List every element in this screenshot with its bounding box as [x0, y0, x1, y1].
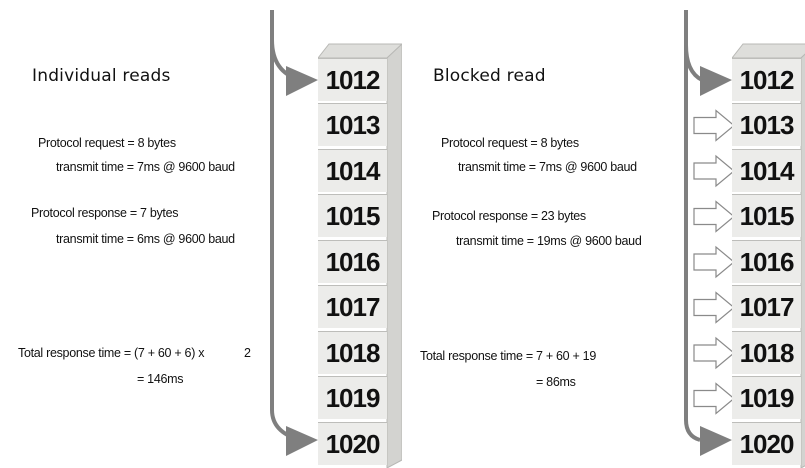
- right-total-formula: Total response time = 7 + 60 + 19: [420, 349, 596, 363]
- right-register-stack: 1012 1013 1014 1015 1016 1017 1018 1019 …: [732, 40, 805, 468]
- right-arrow-head-first: [700, 66, 732, 96]
- right-request-time: transmit time = 7ms @ 9600 baud: [458, 160, 637, 174]
- left-response-time: transmit time = 6ms @ 9600 baud: [56, 232, 235, 246]
- right-register-1020: 1020: [732, 422, 801, 465]
- left-request-size: Protocol request = 8 bytes: [38, 136, 176, 150]
- left-total-formula: Total response time = (7 + 60 + 6) x: [18, 346, 205, 360]
- right-register-1018: 1018: [732, 331, 801, 374]
- left-register-1015: 1015: [318, 194, 387, 237]
- left-register-1013: 1013: [318, 103, 387, 146]
- chain-arrow-icon: [693, 291, 735, 324]
- left-register-1020: 1020: [318, 422, 387, 465]
- right-response-size: Protocol response = 23 bytes: [432, 209, 586, 223]
- right-register-1017: 1017: [732, 285, 801, 328]
- right-register-1015: 1015: [732, 194, 801, 237]
- right-register-1013: 1013: [732, 103, 801, 146]
- right-request-size: Protocol request = 8 bytes: [441, 136, 579, 150]
- left-register-1017: 1017: [318, 285, 387, 328]
- right-response-time: transmit time = 19ms @ 9600 baud: [456, 234, 642, 248]
- left-total-multiplier: 2: [244, 346, 251, 360]
- left-register-1012: 1012: [318, 58, 387, 101]
- right-register-1014: 1014: [732, 149, 801, 192]
- left-register-1016: 1016: [318, 240, 387, 283]
- left-stack-3d-faces: [318, 43, 402, 468]
- right-arrow-head-last: [700, 426, 732, 456]
- left-response-size: Protocol response = 7 bytes: [31, 206, 179, 220]
- chain-arrow-icon: [693, 200, 735, 233]
- left-register-1014: 1014: [318, 149, 387, 192]
- left-register-stack: 1012 1013 1014 1015 1016 1017 1018 1019 …: [318, 40, 402, 468]
- individual-reads-title: Individual reads: [32, 66, 171, 86]
- left-request-time: transmit time = 7ms @ 9600 baud: [56, 160, 235, 174]
- right-register-1019: 1019: [732, 376, 801, 419]
- left-register-1018: 1018: [318, 331, 387, 374]
- blocked-read-title: Blocked read: [433, 66, 546, 86]
- left-total-result: = 146ms: [137, 372, 184, 386]
- chain-arrow-icon: [693, 245, 735, 279]
- left-arrow-head-last: [286, 426, 318, 456]
- right-register-1016: 1016: [732, 240, 801, 283]
- right-arrow-trunk: [684, 10, 701, 442]
- right-arrow-branch: [684, 44, 704, 82]
- chain-arrow-icon: [693, 154, 735, 188]
- chain-arrow-icon: [693, 336, 735, 370]
- right-register-1012: 1012: [732, 58, 801, 101]
- chain-arrow-icon: [693, 109, 735, 142]
- left-register-1019: 1019: [318, 376, 387, 419]
- left-arrow-head-first: [286, 66, 318, 96]
- right-stack-3d-faces: [732, 43, 805, 468]
- chain-arrow-icon: [693, 382, 735, 415]
- right-total-result: = 86ms: [536, 375, 576, 389]
